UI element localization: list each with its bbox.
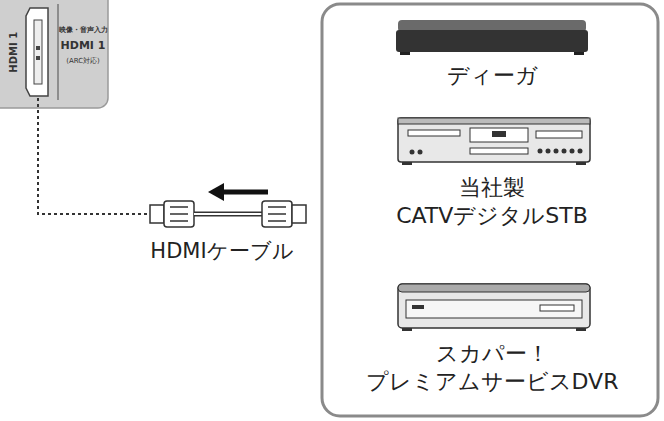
terminal-panel: HDMI 1 映像・音声入力 HDMI 1 (ARC対応)	[0, 0, 108, 108]
skyperfectv-dvr	[398, 284, 590, 331]
device-group-frame	[322, 4, 658, 416]
cable-label: HDMIケーブル	[127, 238, 317, 264]
cable-route	[38, 98, 150, 214]
catv-stb	[398, 118, 590, 165]
hdmi-cable	[150, 201, 306, 227]
tv-terminal-panel	[0, 0, 108, 108]
port-name: HDMI 1	[61, 39, 106, 53]
device-label: ディーガ	[342, 62, 642, 90]
diga-recorder	[396, 20, 588, 55]
input-caption: 映像・音声入力	[59, 26, 108, 35]
arc-note: (ARC対応)	[66, 57, 100, 66]
device-label: 当社製 CATVデジタルSTB	[377, 174, 607, 229]
device-label: スカパー！ プレミアムサービスDVR	[342, 340, 642, 395]
direction-arrow	[208, 183, 268, 201]
vertical-port-label: HDMI 1	[8, 32, 21, 73]
